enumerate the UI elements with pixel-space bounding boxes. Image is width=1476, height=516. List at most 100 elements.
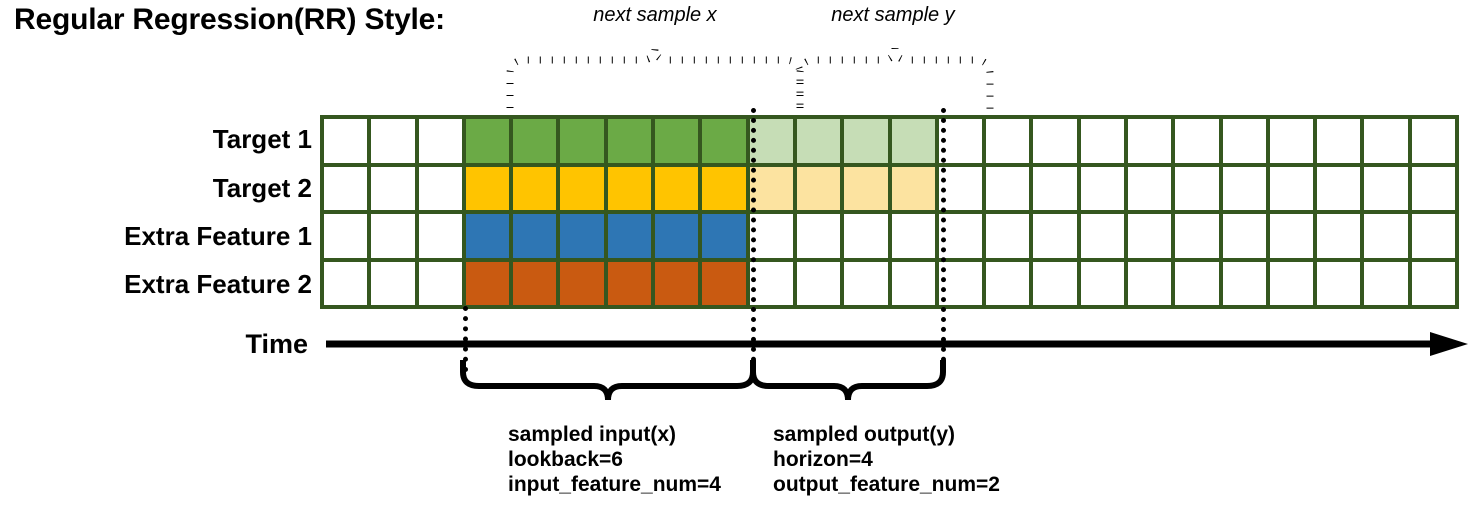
grid-cell [749, 214, 793, 258]
sampled-input-caption-line-3: input_feature_num=4 [508, 473, 721, 496]
grid-cell [749, 166, 793, 210]
grid-cell [607, 261, 652, 305]
grid-cell [1127, 166, 1172, 210]
grid-cell [702, 166, 746, 210]
page-title: Regular Regression(RR) Style: [14, 3, 445, 36]
grid-cell [607, 119, 652, 163]
sampled-output-caption: sampled output(y) horizon=4 output_featu… [773, 422, 1000, 497]
grid-cell [465, 166, 510, 210]
grid-cell [1269, 166, 1314, 210]
grid-cell [371, 166, 415, 210]
grid-cell [655, 214, 699, 258]
grid-cell [1269, 119, 1314, 163]
grid-cell [1127, 119, 1172, 163]
grid-cell [418, 166, 462, 210]
row-label-extra-feature-2: Extra Feature 2 [124, 269, 312, 299]
grid-cell [986, 166, 1030, 210]
grid-cell [1317, 214, 1361, 258]
grid-cell [324, 261, 368, 305]
grid-cell [702, 119, 746, 163]
grid-cell [844, 214, 888, 258]
grid-cell [324, 214, 368, 258]
grid-cell [655, 261, 699, 305]
grid-cell [465, 119, 510, 163]
grid-cell [560, 119, 604, 163]
sampled-input-caption-line-1: sampled input(x) [508, 423, 677, 446]
grid-cell [324, 119, 368, 163]
grid-cell [371, 214, 415, 258]
grid-cell [655, 119, 699, 163]
grid-cell [1175, 166, 1219, 210]
grid-cell [513, 119, 557, 163]
guide-line-input-start [463, 306, 468, 372]
grid-cell [986, 261, 1030, 305]
grid-cell [655, 166, 699, 210]
grid-cell [1364, 261, 1408, 305]
grid-cell [1127, 214, 1172, 258]
grid-cell [1411, 214, 1455, 258]
grid-cell [1222, 214, 1266, 258]
next-sample-x-label: next sample x [593, 4, 717, 26]
grid-cell [796, 166, 841, 210]
timeline-grid [320, 115, 1459, 309]
grid-cell [796, 214, 841, 258]
grid-cell [702, 261, 746, 305]
next-sample-y-label: next sample y [831, 4, 955, 26]
grid-cell [891, 261, 935, 305]
grid-cell [1033, 214, 1077, 258]
grid-cell [891, 166, 935, 210]
grid-cell [418, 214, 462, 258]
grid-cell [891, 214, 935, 258]
grid-cell [702, 214, 746, 258]
grid-cell [1411, 261, 1455, 305]
guide-line-output-end [941, 108, 946, 372]
sampled-output-caption-line-1: sampled output(y) [773, 423, 955, 446]
time-axis-label: Time [245, 329, 308, 359]
grid-cell [418, 119, 462, 163]
guide-line-input-end [751, 108, 756, 372]
grid-cell [796, 261, 841, 305]
row-label-target-1: Target 1 [212, 124, 312, 154]
grid-cell [1175, 119, 1219, 163]
grid-cell [1317, 166, 1361, 210]
grid-cell [1411, 166, 1455, 210]
grid-cell [513, 166, 557, 210]
grid-cell [749, 261, 793, 305]
sampled-input-brace-icon [460, 360, 756, 401]
grid-cell [465, 261, 510, 305]
grid-cell [607, 214, 652, 258]
grid-cell [1269, 214, 1314, 258]
grid-cell [986, 119, 1030, 163]
grid-cell [1175, 261, 1219, 305]
sampled-output-brace-icon [750, 360, 946, 401]
grid-cell [1033, 261, 1077, 305]
sampled-output-caption-line-2: horizon=4 [773, 448, 873, 471]
grid-cell [986, 214, 1030, 258]
grid-cell [1364, 214, 1408, 258]
grid-cell [796, 119, 841, 163]
sampled-output-caption-line-3: output_feature_num=2 [773, 473, 1000, 496]
grid-cell [1175, 214, 1219, 258]
grid-cell [1080, 214, 1124, 258]
next-sample-y-brace-icon [796, 47, 994, 120]
sampled-input-caption-line-2: lookback=6 [508, 448, 623, 471]
grid-cell [1364, 166, 1408, 210]
grid-cell [1127, 261, 1172, 305]
grid-cell [1317, 119, 1361, 163]
grid-cell [1411, 119, 1455, 163]
grid-cell [560, 166, 604, 210]
grid-cell [891, 119, 935, 163]
grid-cell [1222, 166, 1266, 210]
grid-cell [844, 119, 888, 163]
grid-cell [1080, 166, 1124, 210]
grid-cell [1080, 261, 1124, 305]
grid-cell [1033, 166, 1077, 210]
grid-cell [560, 214, 604, 258]
grid-cell [371, 119, 415, 163]
grid-cell [513, 261, 557, 305]
time-axis-arrow-icon [326, 332, 1468, 356]
grid-cell [1222, 119, 1266, 163]
grid-cell [1317, 261, 1361, 305]
grid-cell [560, 261, 604, 305]
